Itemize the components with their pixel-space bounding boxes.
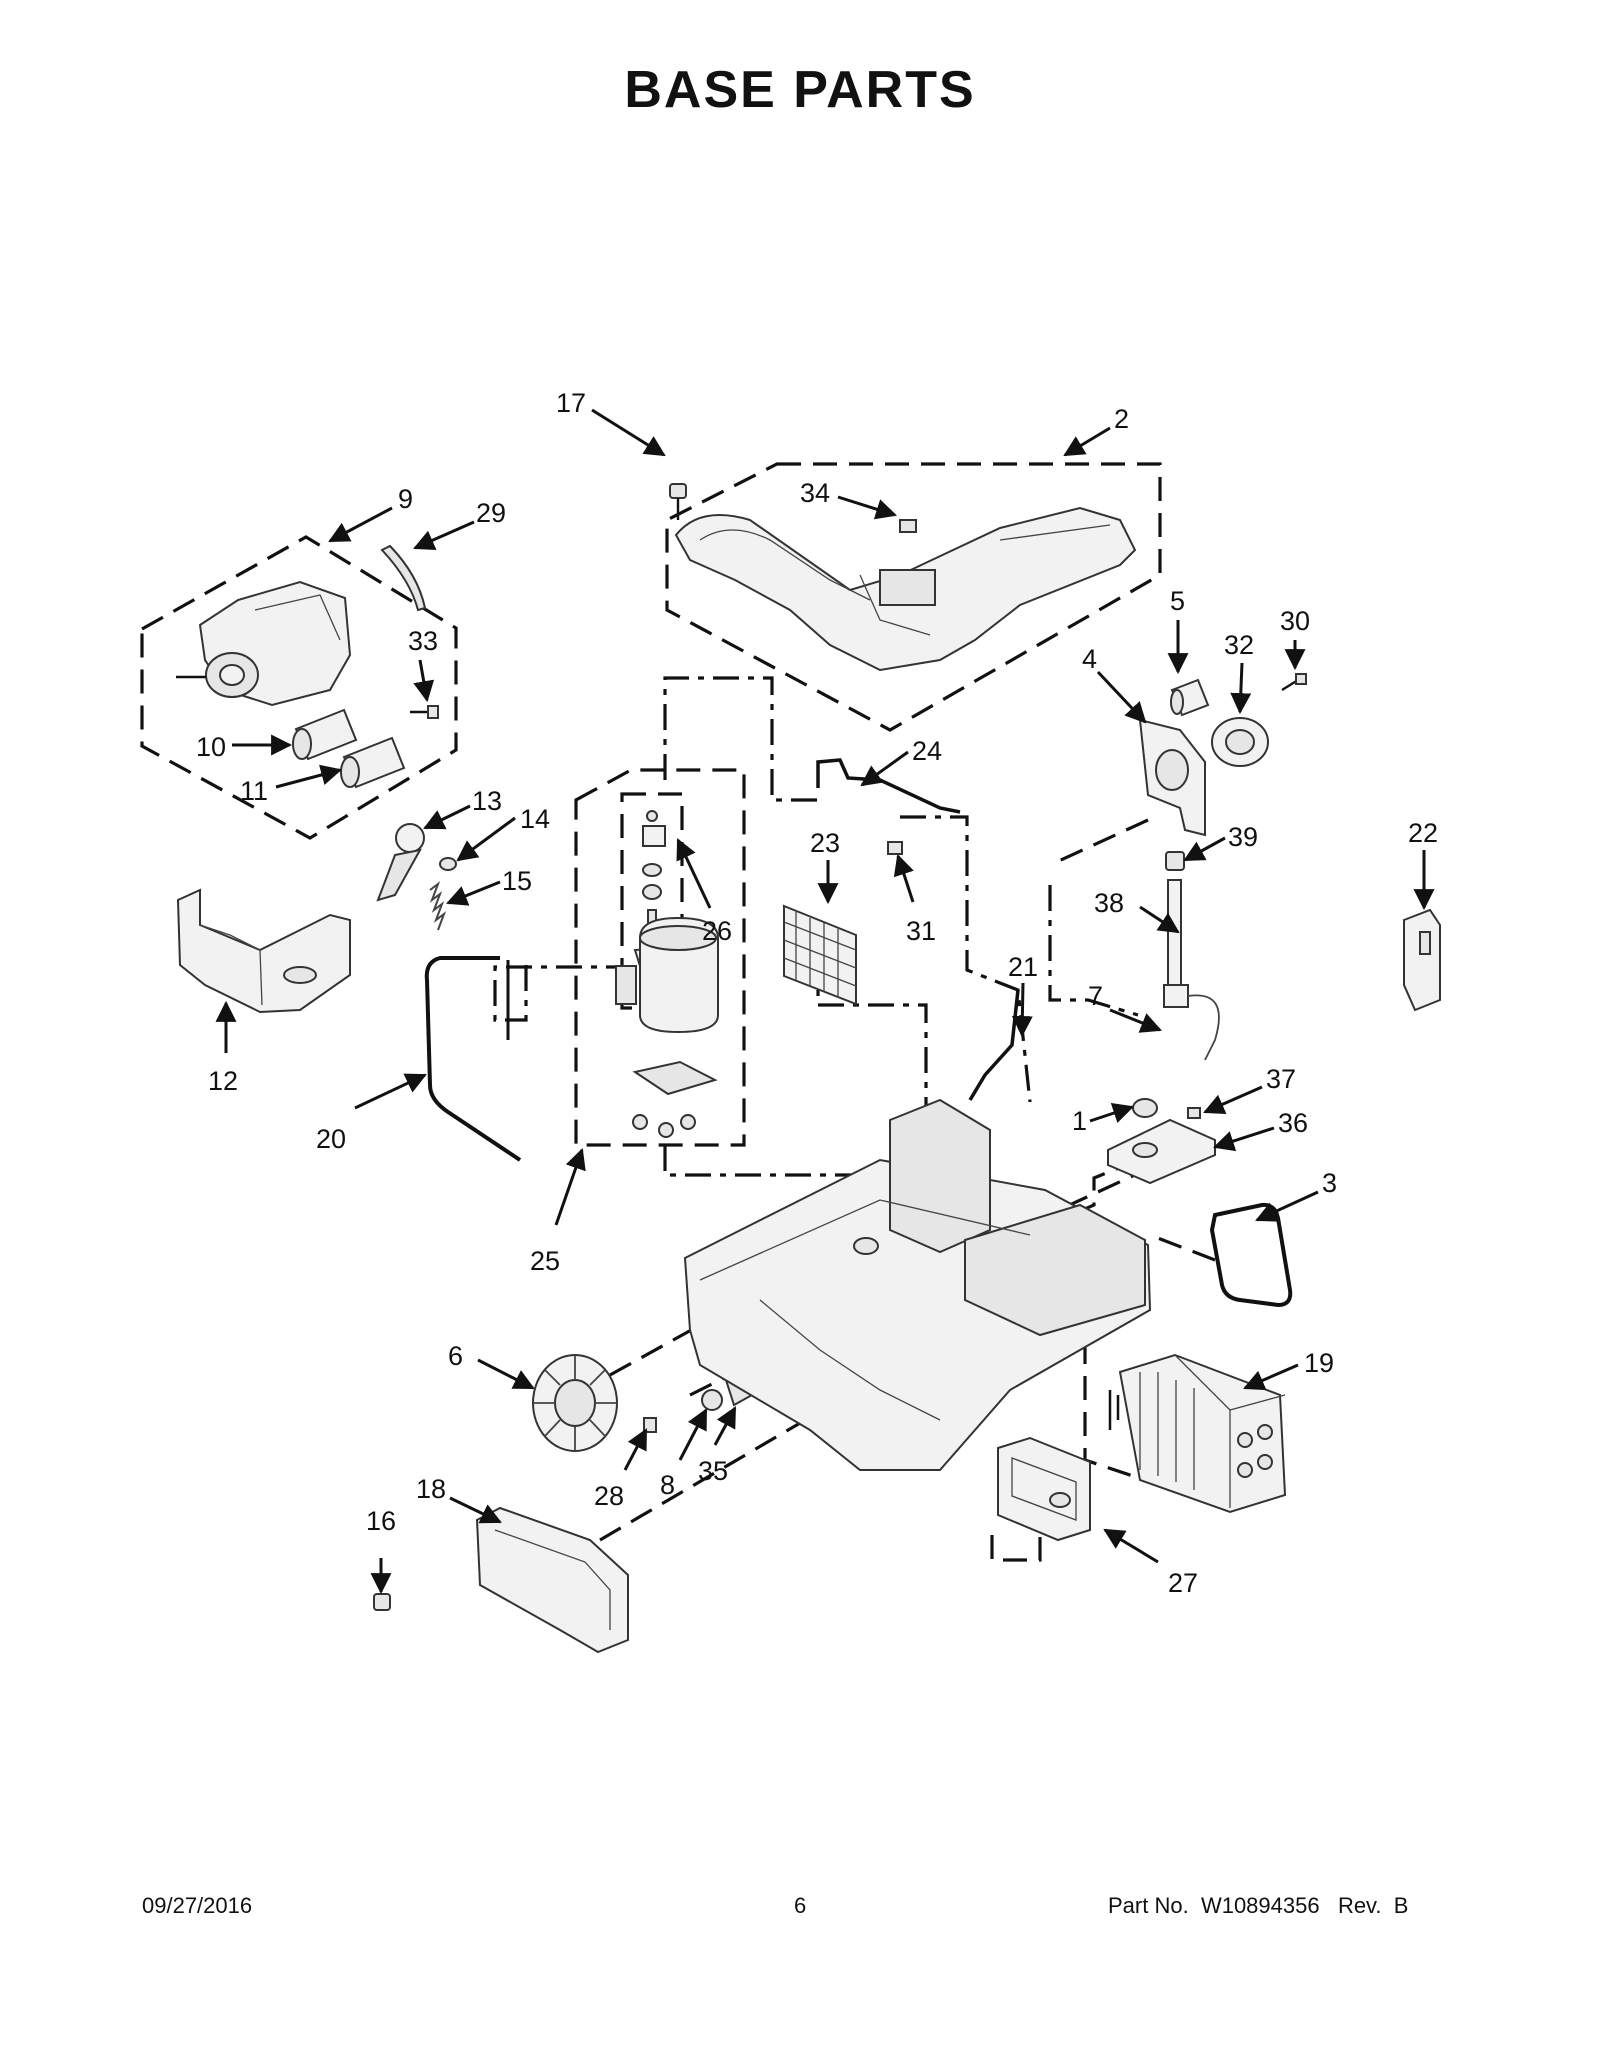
callout-11: 11 bbox=[240, 776, 268, 806]
leader-base-to-7 bbox=[999, 1166, 1151, 1239]
part-29-clamp bbox=[380, 544, 427, 612]
footer-part-number: Part No. W10894356 Rev. B bbox=[1108, 1893, 1408, 1919]
part-2-duct-cover bbox=[674, 506, 1137, 672]
part-no-value: W10894356 bbox=[1200, 1893, 1320, 1918]
callout-31: 31 bbox=[906, 916, 936, 946]
callout-5: 5 bbox=[1170, 586, 1185, 616]
callout-26: 26 bbox=[702, 916, 732, 946]
footer-page-number: 6 bbox=[794, 1893, 807, 1918]
rev-label: Rev. bbox=[1337, 1893, 1382, 1918]
part-1-float bbox=[1132, 1098, 1158, 1118]
part-23-condenser bbox=[783, 904, 857, 1006]
callout-37: 37 bbox=[1266, 1064, 1296, 1094]
part-25-compressor bbox=[615, 916, 719, 1138]
callout-22: 22 bbox=[1408, 818, 1438, 848]
part-38-tube bbox=[1167, 879, 1182, 986]
page-title: BASE PARTS bbox=[624, 61, 976, 119]
part-no-label: Part No. bbox=[1108, 1893, 1189, 1918]
group-outline-top-duct bbox=[665, 462, 1162, 732]
part-16-screw bbox=[373, 1593, 391, 1611]
callout-7: 7 bbox=[1088, 981, 1103, 1011]
callout-13: 13 bbox=[472, 786, 502, 816]
callout-12: 12 bbox=[208, 1066, 238, 1096]
callout-34: 34 bbox=[800, 478, 830, 508]
callout-25: 25 bbox=[530, 1246, 560, 1276]
part-6-blower bbox=[532, 1354, 618, 1452]
callout-24: 24 bbox=[912, 736, 942, 766]
callout-30: 30 bbox=[1280, 606, 1310, 636]
part-4-bracket bbox=[1138, 718, 1206, 837]
part-18-blower-housing bbox=[475, 1506, 629, 1654]
callout-9: 9 bbox=[398, 484, 413, 514]
leader-4-to-base bbox=[1049, 818, 1149, 867]
leader-28-8-35 bbox=[689, 1338, 801, 1397]
part-10-capacitor bbox=[292, 708, 358, 761]
group-outline-compressor bbox=[574, 768, 746, 1147]
callout-1: 1 bbox=[1072, 1106, 1087, 1136]
callout-36: 36 bbox=[1278, 1108, 1308, 1138]
tubing-route-39 bbox=[1048, 885, 1139, 1017]
part-19-evaporator bbox=[1108, 1353, 1287, 1514]
callout-labels: 17 2 34 9 29 33 10 11 5 30 32 4 24 22 39… bbox=[196, 388, 1438, 1598]
callout-29: 29 bbox=[476, 498, 506, 528]
part-24-tube bbox=[816, 758, 961, 814]
callout-23: 23 bbox=[810, 828, 840, 858]
part-34-clip bbox=[899, 519, 917, 533]
callout-21: 21 bbox=[1008, 952, 1038, 982]
leader-3-to-base bbox=[1149, 1233, 1216, 1262]
part-8-seal bbox=[701, 1389, 723, 1411]
callout-20: 20 bbox=[316, 1124, 346, 1154]
part-22-bracket bbox=[1403, 908, 1441, 1012]
part-17-screw bbox=[669, 483, 687, 520]
footer-date: 09/27/2016 bbox=[142, 1893, 253, 1918]
part-31-sensor bbox=[887, 841, 903, 855]
part-9-motor bbox=[176, 580, 352, 707]
rev-value: B bbox=[1393, 1893, 1409, 1918]
callout-28: 28 bbox=[594, 1481, 624, 1511]
callout-27: 27 bbox=[1168, 1568, 1198, 1598]
callout-14: 14 bbox=[520, 804, 550, 834]
part-32-bearing bbox=[1211, 717, 1269, 767]
group-outline-motor bbox=[140, 535, 458, 840]
part-21-tube bbox=[968, 989, 1020, 1101]
part-12-motor-mount bbox=[176, 888, 351, 1014]
callout-19: 19 bbox=[1304, 1348, 1334, 1378]
callout-35: 35 bbox=[698, 1456, 728, 1486]
callout-4: 4 bbox=[1082, 644, 1097, 674]
part-14-washer bbox=[439, 857, 457, 871]
tubing-route-compressor bbox=[493, 965, 620, 1022]
callout-16: 16 bbox=[366, 1506, 396, 1536]
callout-39: 39 bbox=[1228, 822, 1258, 852]
callout-6: 6 bbox=[448, 1341, 463, 1371]
callout-10: 10 bbox=[196, 732, 226, 762]
part-3-gasket bbox=[1209, 1202, 1293, 1308]
part-7-pump bbox=[1163, 984, 1220, 1061]
part-11-capacitor bbox=[340, 736, 406, 789]
callout-33: 33 bbox=[408, 626, 438, 656]
part-33-screw bbox=[410, 705, 439, 719]
part-13-idler-pulley bbox=[376, 823, 425, 902]
part-36-housing bbox=[1107, 1118, 1216, 1185]
main-base-assembly bbox=[683, 1098, 1152, 1471]
callout-3: 3 bbox=[1322, 1168, 1337, 1198]
callout-38: 38 bbox=[1094, 888, 1124, 918]
callout-2: 2 bbox=[1114, 404, 1129, 434]
leader-fan-6 bbox=[609, 1290, 761, 1377]
part-39-fitting bbox=[1165, 851, 1185, 871]
callout-17: 17 bbox=[556, 388, 586, 418]
part-28-screw bbox=[643, 1417, 657, 1433]
part-27-filter bbox=[997, 1436, 1091, 1542]
part-15-spring bbox=[429, 881, 447, 931]
callout-32: 32 bbox=[1224, 630, 1254, 660]
callout-15: 15 bbox=[502, 866, 532, 896]
part-37-clip bbox=[1187, 1107, 1201, 1119]
callout-18: 18 bbox=[416, 1474, 446, 1504]
part-5-capacitor bbox=[1170, 678, 1210, 717]
part-20-tube bbox=[424, 956, 522, 1162]
callout-arrows bbox=[215, 408, 1435, 1595]
part-30-screw bbox=[1281, 673, 1307, 692]
tubing-route-24 bbox=[663, 676, 818, 802]
callout-8: 8 bbox=[660, 1470, 675, 1500]
